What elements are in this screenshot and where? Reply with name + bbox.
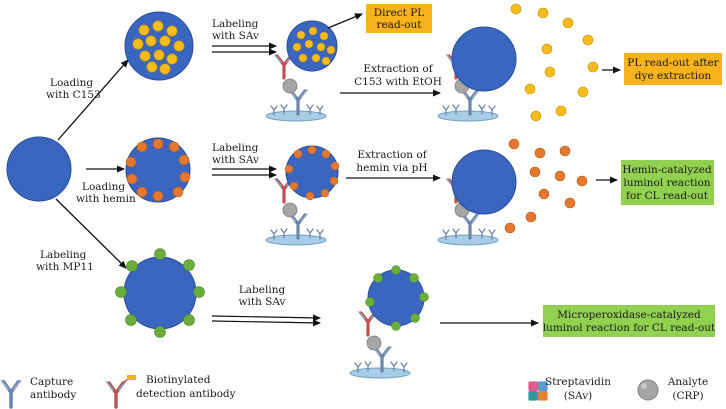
analyte-icon bbox=[637, 379, 659, 401]
readout-hemin-cl-box bbox=[621, 160, 714, 205]
readout-microperoxidase-cl-box bbox=[543, 305, 715, 337]
streptavidin-icon bbox=[528, 381, 548, 401]
c153-sandwich-complex bbox=[266, 20, 338, 121]
c153-extracted-complex bbox=[438, 26, 517, 121]
released-c153-dye bbox=[510, 3, 599, 122]
bare-particle bbox=[6, 136, 72, 202]
readout-direct-pl-box bbox=[366, 4, 432, 33]
released-hemin bbox=[504, 138, 588, 234]
hemin-sandwich-complex bbox=[266, 145, 340, 245]
arrow-to-c153 bbox=[57, 59, 129, 141]
arrow-sav-bottom-1 bbox=[211, 314, 321, 322]
capture-antibody-icon bbox=[0, 379, 22, 409]
detection-antibody-icon bbox=[106, 375, 136, 409]
hemin-extracted-complex bbox=[438, 149, 517, 245]
arrow-sav-bottom-2 bbox=[211, 319, 321, 327]
readout-pl-after-box bbox=[624, 53, 722, 85]
hemin-loaded-particle bbox=[125, 137, 191, 203]
mp11-labeled-particle bbox=[115, 248, 205, 338]
legend-analyte: Analyte(CRP) bbox=[667, 376, 708, 402]
arrow-to-mp11 bbox=[55, 198, 127, 269]
legend-streptavidin: Streptavidin(SAv) bbox=[545, 376, 611, 402]
arrow-to-direct-pl bbox=[327, 13, 363, 29]
mp11-sandwich-complex bbox=[350, 265, 429, 379]
c153-loaded-particle bbox=[124, 11, 194, 81]
